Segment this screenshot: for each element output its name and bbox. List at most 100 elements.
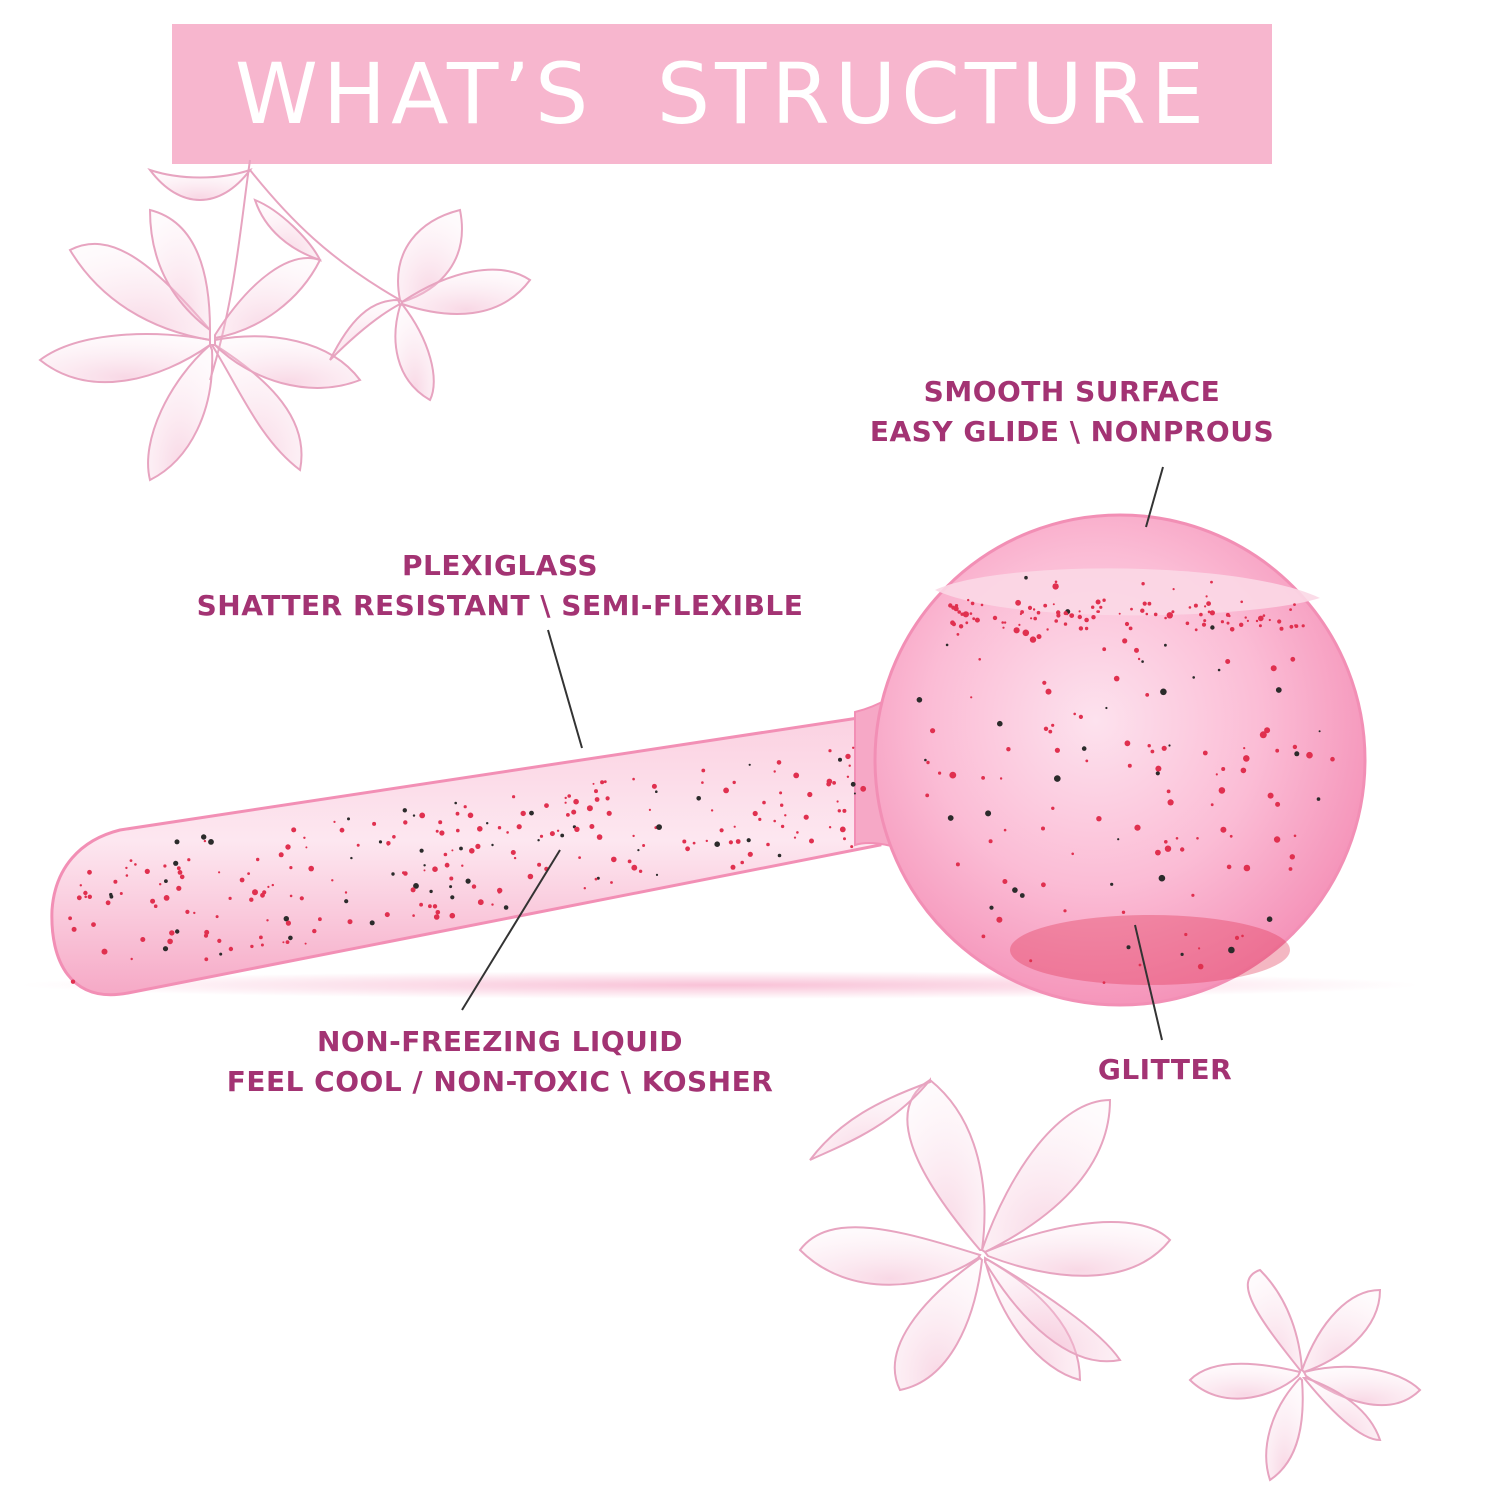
- glitter-dot: [1266, 916, 1273, 922]
- glitter-dot: [1306, 751, 1313, 759]
- glitter-dot: [1267, 792, 1274, 799]
- glitter-dot: [134, 863, 137, 866]
- glitter-dot: [260, 943, 264, 947]
- glitter-dot: [1160, 688, 1167, 696]
- glitter-dot: [449, 876, 454, 881]
- glitter-dot: [176, 885, 182, 891]
- glitter-dot: [1197, 963, 1204, 970]
- glitter-dot: [239, 877, 245, 883]
- glitter-dot: [1002, 626, 1005, 629]
- glitter-dot: [1078, 626, 1084, 631]
- glitter-dot: [1155, 765, 1162, 772]
- glitter-dot: [177, 870, 183, 875]
- glitter-dot: [1118, 612, 1121, 615]
- glitter-dot: [997, 720, 1003, 727]
- glitter-dot: [76, 895, 82, 901]
- glitter-dot: [1270, 665, 1277, 672]
- glitter-dot: [520, 810, 526, 817]
- glitter-dot: [1202, 750, 1208, 756]
- glitter-dot: [162, 946, 169, 952]
- glitter-dot: [68, 916, 72, 921]
- glitter-dot: [1289, 624, 1294, 629]
- glitter-dot: [638, 869, 643, 873]
- glitter-dot: [318, 917, 322, 922]
- glitter-dot: [965, 621, 969, 625]
- glitter-dot: [1117, 838, 1120, 841]
- glitter-dot: [449, 885, 453, 889]
- glitter-dot: [586, 805, 593, 812]
- glitter-dot: [631, 864, 638, 871]
- glitter-dot: [1145, 693, 1150, 697]
- glitter-dot: [746, 838, 751, 843]
- callout-liquid-line2: FEEL COOL / NON-TOXIC \ KOSHER: [226, 1065, 774, 1098]
- glitter-dot: [1221, 767, 1226, 771]
- glitter-dot: [350, 856, 353, 860]
- glitter-dot: [1225, 659, 1231, 664]
- glitter-dot: [747, 851, 753, 857]
- glitter-dot: [1180, 952, 1184, 957]
- glitter-dot: [1003, 621, 1007, 624]
- glitter-dot: [1234, 935, 1240, 941]
- glitter-dot: [784, 814, 787, 817]
- glitter-dot: [1164, 845, 1172, 852]
- glitter-dot: [1244, 616, 1247, 619]
- glitter-dot: [1275, 801, 1281, 807]
- glitter-dot: [828, 826, 832, 829]
- glitter-dot: [809, 838, 814, 844]
- glitter-dot: [1196, 837, 1199, 840]
- glitter-dot: [465, 878, 471, 884]
- glitter-dot: [1161, 745, 1167, 751]
- glitter-dot: [1095, 599, 1101, 605]
- glitter-dot: [537, 862, 542, 867]
- glitter-dot: [556, 829, 560, 832]
- glitter-dot: [1015, 599, 1021, 606]
- glitter-dot: [1158, 874, 1166, 882]
- glitter-dot: [228, 946, 234, 952]
- glitter-dot: [428, 904, 432, 909]
- glitter-dot: [970, 696, 973, 699]
- glitter-dot: [193, 911, 196, 915]
- glitter-dot: [1147, 744, 1151, 748]
- glitter-dot: [938, 771, 942, 775]
- glitter-dot: [642, 844, 646, 847]
- glitter-dot: [1240, 767, 1247, 774]
- glitter-dot: [125, 866, 128, 870]
- glitter-dot: [113, 879, 118, 884]
- roller-handle: [50, 713, 882, 997]
- glitter-dot: [1289, 854, 1296, 860]
- glitter-dot: [1069, 613, 1075, 618]
- glitter-dot: [347, 919, 353, 925]
- glitter-dot: [1045, 688, 1052, 695]
- glitter-dot: [403, 820, 408, 825]
- callout-smooth-surface: SMOOTH SURFACE EASY GLIDE \ NONPROUS: [830, 372, 1314, 452]
- glitter-dot: [1243, 864, 1251, 872]
- glitter-dot: [1164, 840, 1168, 844]
- glitter-dot: [218, 871, 221, 874]
- glitter-dot: [1122, 638, 1128, 644]
- glitter-dot: [461, 864, 464, 867]
- glitter-dot: [838, 757, 842, 762]
- glitter-dot: [1192, 676, 1195, 679]
- glitter-dot: [1288, 867, 1293, 871]
- glitter-dot: [529, 810, 534, 816]
- leader-lines: [461, 466, 1164, 1041]
- glitter-dot: [594, 797, 600, 802]
- glitter-dot: [491, 903, 494, 906]
- glitter-dot: [477, 899, 484, 906]
- glitter-dot: [1127, 763, 1132, 768]
- glitter-dot: [433, 914, 440, 920]
- glitter-dot: [999, 777, 1003, 780]
- glitter-dot: [285, 940, 290, 944]
- glitter-dot: [1258, 624, 1262, 628]
- glitter-dot: [853, 792, 856, 795]
- glitter-dot: [413, 883, 419, 889]
- glitter-dot: [435, 829, 439, 833]
- glitter-dot: [1027, 605, 1033, 611]
- glitter-dot: [109, 892, 113, 897]
- glitter-dot: [564, 801, 567, 804]
- glitter-dot: [1054, 775, 1061, 782]
- glitter-dot: [762, 800, 766, 805]
- glitter-dot: [471, 884, 477, 889]
- glitter-dot: [1126, 945, 1131, 950]
